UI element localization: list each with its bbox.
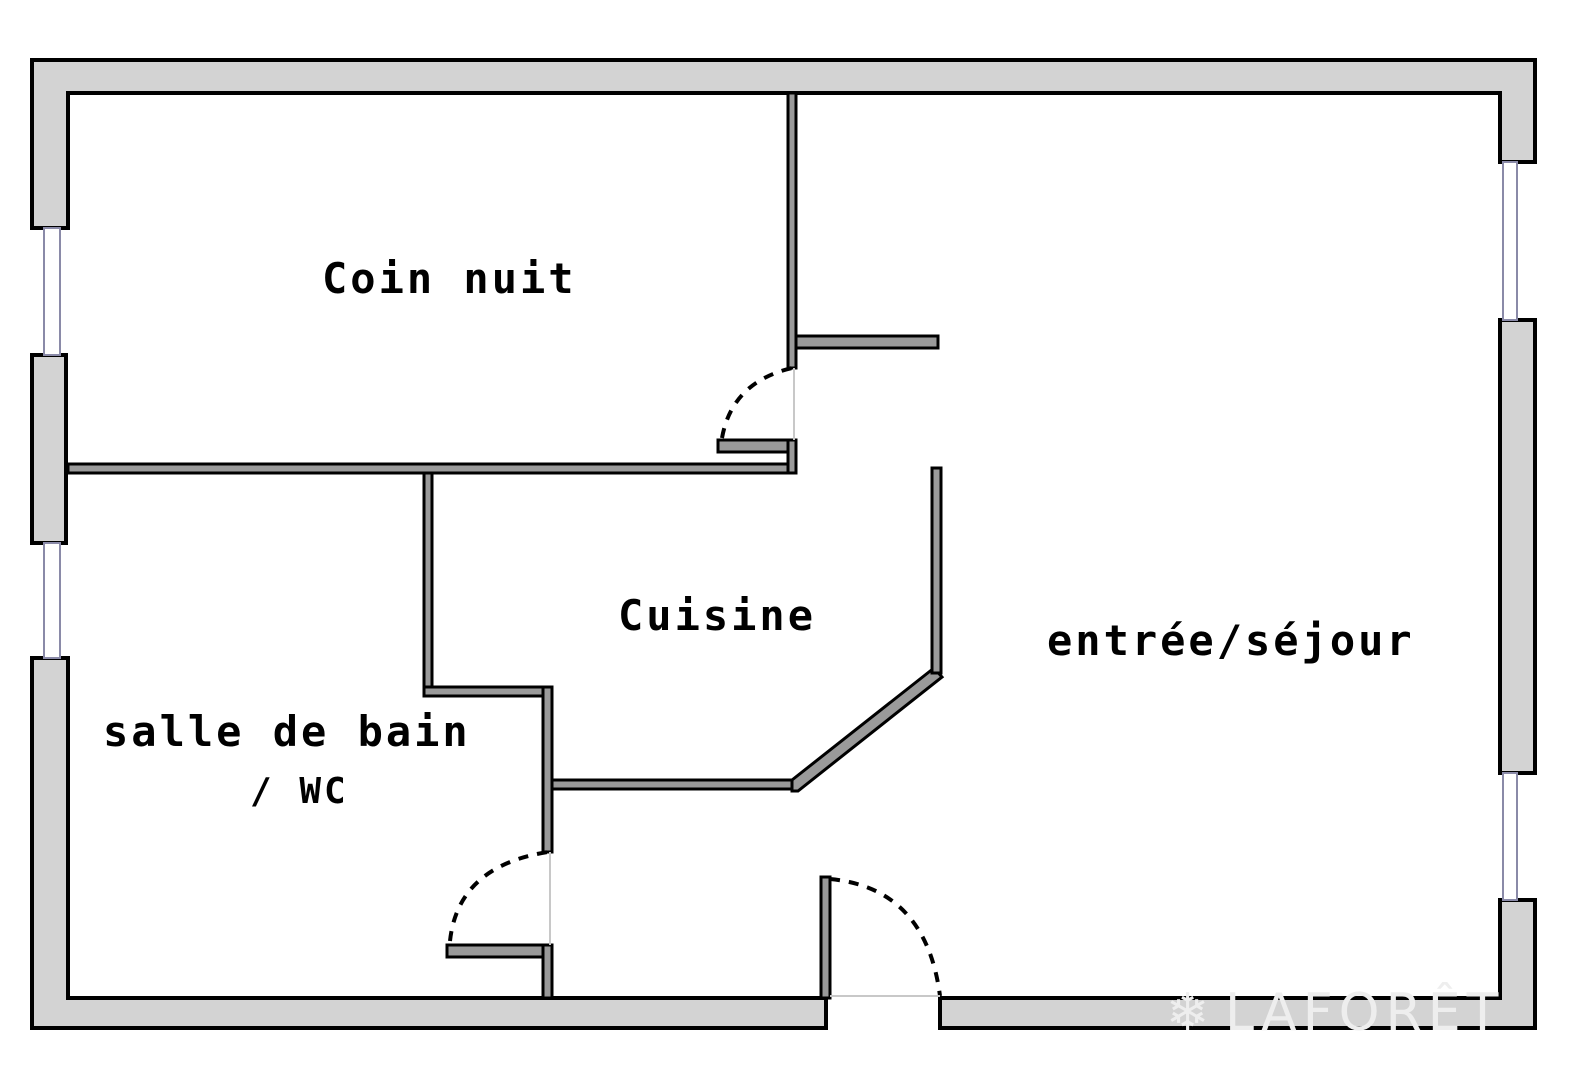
right-wall-segment xyxy=(1498,318,1537,775)
room-label-salle-de-bain: salle de bain xyxy=(103,707,471,756)
door-swing-entry xyxy=(829,877,942,997)
room-label-entree-sejour: entrée/séjour xyxy=(1047,616,1415,665)
door-swing-bathroom xyxy=(448,850,549,942)
partition-bathroom-door-jamb xyxy=(541,943,554,1000)
partitions xyxy=(66,91,945,1000)
door-swings xyxy=(448,366,942,997)
partition-bathroom-step xyxy=(422,685,554,698)
room-label-wc: / WC xyxy=(250,771,349,812)
room-label-cuisine: Cuisine xyxy=(618,591,816,640)
partition-kitchen-bottom xyxy=(550,778,794,791)
partition-step-vertical xyxy=(541,685,554,854)
left-wall-segment xyxy=(30,353,68,545)
partition-coin-nuit-vertical xyxy=(786,91,798,370)
door-stop-coin-nuit xyxy=(716,438,798,454)
watermark-logo: ❄ LAFORÊT xyxy=(1166,982,1504,1043)
window-left-top xyxy=(43,227,61,356)
window-right-bottom xyxy=(1502,772,1518,901)
room-label-coin-nuit: Coin nuit xyxy=(322,254,577,303)
partition-kitchen-right xyxy=(930,466,943,675)
partition-door-jamb-coin-nuit xyxy=(786,438,798,475)
window-left-bottom xyxy=(43,542,61,659)
window-right-top xyxy=(1502,161,1518,321)
partition-kitchen-diagonal xyxy=(790,665,945,793)
partition-bathroom-vertical xyxy=(422,471,434,695)
snowflake-icon: ❄ xyxy=(1166,983,1216,1043)
windows xyxy=(43,161,1518,901)
door-stop-bathroom xyxy=(445,943,554,959)
top-wall xyxy=(30,58,1537,230)
bottom-right-wall xyxy=(938,898,1537,1030)
partition-stub-right xyxy=(794,334,940,350)
door-swing-coin-nuit xyxy=(720,366,793,439)
watermark-text: LAFORÊT xyxy=(1225,982,1504,1043)
partition-entry-jamb xyxy=(819,875,832,1000)
exterior-walls xyxy=(30,58,1537,1030)
